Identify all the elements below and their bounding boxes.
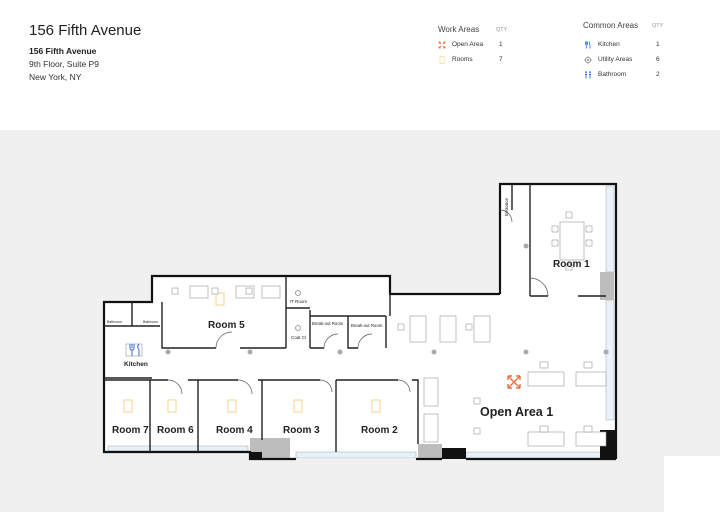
label-it-room: IT Room: [290, 299, 307, 304]
legend-kitchen-label: Kitchen: [598, 41, 620, 48]
window-bottom-right: [465, 451, 607, 459]
utility-icon: [584, 56, 592, 64]
open-area-icon: [507, 375, 521, 389]
room-label-room-4: Room 4: [216, 425, 253, 436]
page-title: 156 Fifth Avenue: [29, 22, 142, 39]
corner-panel: [664, 456, 720, 512]
room-label-room-6: Room 6: [157, 425, 194, 436]
room-label-room-1: Room 1: [553, 259, 590, 270]
legend-bathroom-label: Bathroom: [598, 71, 627, 78]
bathroom-icon: [585, 71, 591, 79]
legend-utility-count: 6: [656, 56, 660, 63]
column-dots: [165, 243, 609, 355]
legend-kitchen-count: 1: [656, 41, 660, 48]
label-kitchen: Kitchen: [124, 361, 148, 368]
column-block-right: [600, 272, 614, 300]
label-bathroom-2: Bathroom: [143, 320, 158, 324]
header: 156 Fifth Avenue 156 Fifth Avenue 9th Fl…: [0, 0, 720, 130]
address-line-3: New York, NY: [29, 72, 82, 82]
kitchen-icon: [585, 41, 591, 49]
room-label-room-2: Room 2: [361, 425, 398, 436]
label-coat-closet: Coat Cl: [291, 335, 306, 340]
exterior-walls: [102, 182, 618, 461]
legend-utility-label: Utility Areas: [598, 56, 633, 63]
room-icon: [439, 56, 445, 64]
legend-rooms-count: 7: [499, 56, 503, 63]
label-breakout-room-2: Break-out Room: [351, 323, 383, 328]
door-swings: [167, 209, 549, 395]
label-breakout-room-1: Break-out Room: [312, 321, 344, 326]
address-line-2: 9th Floor, Suite P9: [29, 59, 99, 69]
window-right-upper: [605, 185, 615, 273]
furniture: [125, 211, 607, 447]
interior-walls: [104, 184, 606, 452]
legend-open-area-label: Open Area: [452, 41, 484, 48]
legend-work-areas-heading: Work Areas: [438, 25, 480, 34]
pillar-bottom-left: [250, 452, 262, 459]
column-block-bottom-2: [418, 444, 442, 458]
address-line-1: 156 Fifth Avenue: [29, 46, 97, 56]
legend-common-areas-qty-header: QTY: [652, 23, 664, 29]
pillar-bottom: [442, 448, 466, 459]
legend-rooms-label: Rooms: [452, 56, 473, 63]
window-bottom-left: [107, 445, 249, 452]
label-bathroom-1: Bathroom: [107, 320, 122, 324]
open-area-icon: [438, 41, 446, 49]
utility-icon: [295, 290, 301, 331]
kitchen-icon: [129, 343, 140, 356]
window-right-lower: [605, 299, 615, 421]
legend-work-areas-qty-header: QTY: [496, 27, 508, 33]
floor-fill: [104, 184, 616, 459]
legend-common-areas-heading: Common Areas: [583, 21, 639, 30]
room-label-room-5: Room 5: [208, 320, 245, 331]
legend-bathroom-count: 2: [656, 71, 660, 78]
room-label-open-area-1: Open Area 1: [480, 405, 553, 419]
room-label-room-7: Room 7: [112, 425, 149, 436]
label-entrance: Entrance: [504, 197, 509, 216]
window-bottom-mid: [295, 451, 417, 459]
legend-open-area-count: 1: [499, 41, 503, 48]
room-label-room-3: Room 3: [283, 425, 320, 436]
